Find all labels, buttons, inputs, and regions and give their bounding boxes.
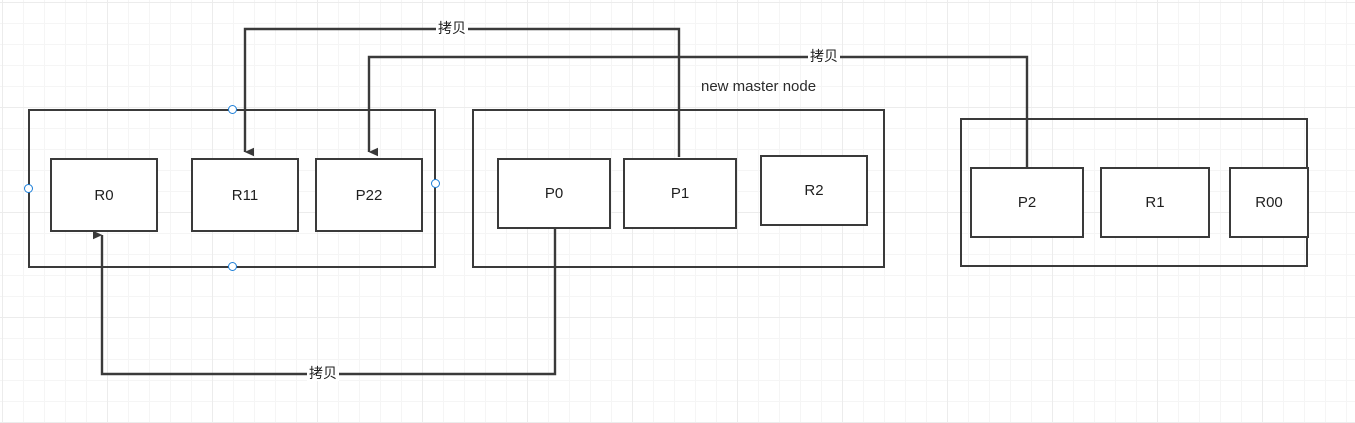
proc-box-r11[interactable]: R11 (191, 158, 299, 232)
handle-left-group-west[interactable] (24, 184, 33, 193)
proc-box-r0[interactable]: R0 (50, 158, 158, 232)
proc-box-label: P1 (670, 185, 690, 202)
proc-box-label: R00 (1255, 194, 1283, 211)
proc-box-label: P2 (1017, 194, 1037, 211)
proc-box-p1[interactable]: P1 (623, 158, 737, 229)
handle-left-group-south[interactable] (228, 262, 237, 271)
proc-box-label: R11 (231, 186, 259, 204)
new-master-node-caption: new master node (701, 78, 817, 95)
proc-box-r00[interactable]: R00 (1229, 167, 1309, 238)
copy-edge-label-3[interactable]: 拷贝 (307, 365, 339, 381)
proc-box-r2[interactable]: R2 (760, 155, 868, 226)
node-group-middle[interactable] (472, 109, 885, 268)
proc-box-label: P22 (355, 186, 383, 204)
proc-box-label: R1 (1145, 194, 1165, 211)
copy-edge-label-1[interactable]: 拷贝 (436, 20, 468, 36)
proc-box-label: P0 (544, 185, 564, 202)
proc-box-label: R2 (804, 182, 824, 199)
proc-box-p2[interactable]: P2 (970, 167, 1084, 238)
handle-left-group-east[interactable] (431, 179, 440, 188)
proc-box-r1[interactable]: R1 (1100, 167, 1210, 238)
proc-box-p22[interactable]: P22 (315, 158, 423, 232)
copy-edge-label-2[interactable]: 拷贝 (808, 48, 840, 64)
proc-box-p0[interactable]: P0 (497, 158, 611, 229)
handle-left-group-north[interactable] (228, 105, 237, 114)
proc-box-label: R0 (94, 186, 114, 204)
